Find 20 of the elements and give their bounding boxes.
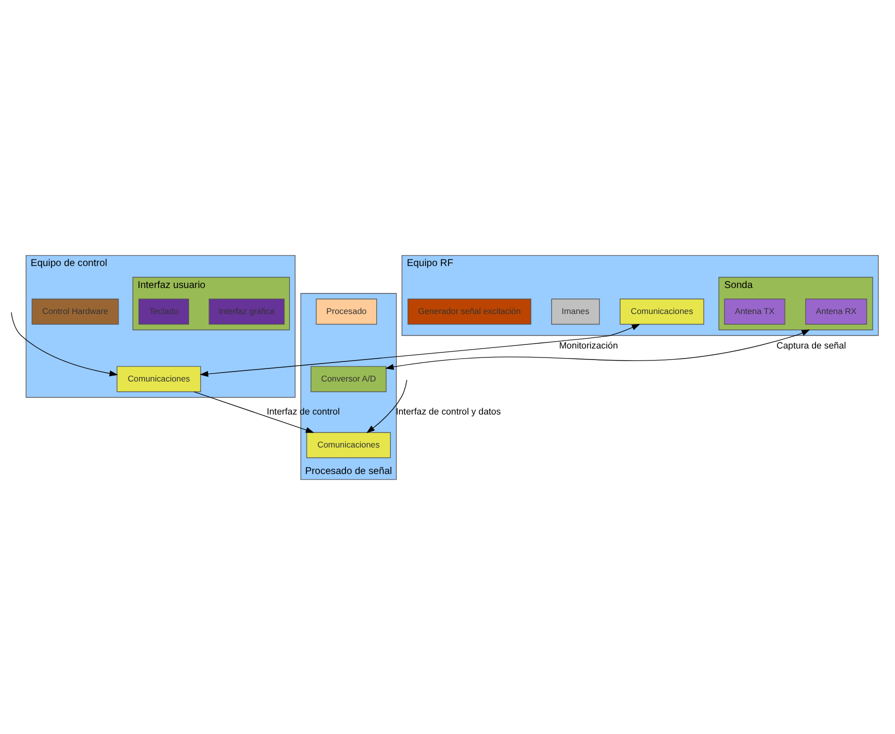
node-box: Comunicaciones [116,366,201,392]
edge-label: Interfaz de control y datos [396,406,501,416]
edge-label: Monitorización [559,340,618,350]
node-box: Control Hardware [32,298,119,324]
node-box: Conversor A/D [310,366,386,392]
node-box: Antena TX [724,298,786,324]
node-box: Comunicaciones [306,432,391,458]
arrow [200,323,640,376]
edge-label: Captura de señal [776,340,846,350]
node-box: Interfaz gráfica [208,298,285,324]
arrow [10,312,118,376]
node-box: Teclado [138,298,190,324]
node-box: Comunicaciones [620,298,704,324]
arrow [194,390,314,432]
arrow [385,328,810,370]
arrow [366,379,408,433]
node-box: Antena RX [805,298,868,324]
node-box: Imanes [551,298,600,324]
node-box: Generador señal excitación [408,298,532,324]
node-box: Procesado [316,298,378,324]
